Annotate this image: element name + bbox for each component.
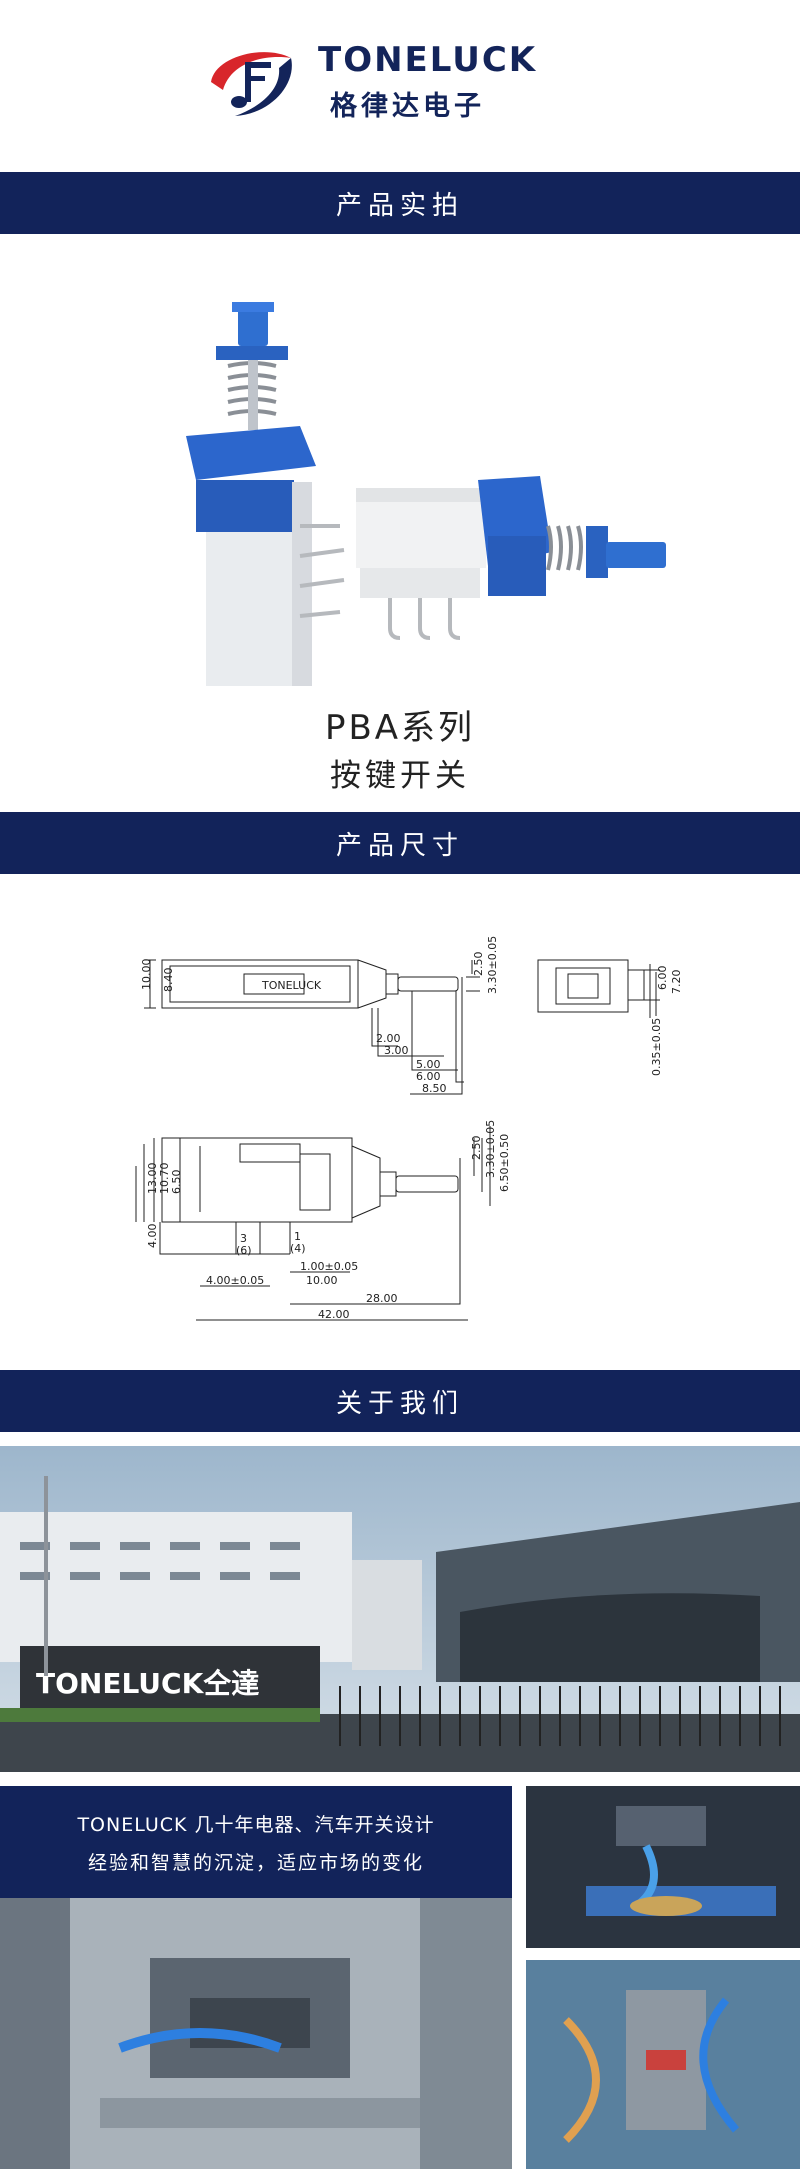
dim-label: 7.20 <box>670 970 683 995</box>
page-header: TONELUCK 格律达电子 <box>0 0 800 172</box>
dim-label: 28.00 <box>366 1292 398 1305</box>
brand-name-cn: 格律达电子 <box>330 91 485 122</box>
toneluck-logo-icon <box>211 52 292 116</box>
dim-label: 5.00 <box>416 1058 441 1071</box>
dim-label: 6.00 <box>656 966 669 991</box>
dim-label: 8.40 <box>162 968 175 993</box>
dim-label: 1.00±0.05 <box>300 1260 358 1273</box>
dim-label: 8.50 <box>422 1082 447 1095</box>
switch-vertical-image <box>186 302 345 686</box>
dimension-drawing: 10.00 8.40 TONELUCK 2.50 3.30±0.05 2.00 … <box>0 876 800 1370</box>
about-line-1: TONELUCK 几十年电器、汽车开关设计 <box>77 1814 435 1836</box>
factory-sign: TONELUCK仝達 <box>36 1667 259 1700</box>
pin-label: (4) <box>290 1242 306 1255</box>
section-title-photo: 产品实拍 <box>0 172 800 234</box>
factory-photo: TONELUCK仝達 <box>0 1446 800 1772</box>
dim-label: 2.50 <box>470 1136 483 1161</box>
dim-label: 4.00±0.05 <box>206 1274 264 1287</box>
product-series: PBA系列 <box>324 708 476 748</box>
pin-label: 3 <box>240 1232 247 1245</box>
dim-label: 0.35±0.05 <box>650 1018 663 1076</box>
dim-label: 10.00 <box>140 959 153 991</box>
about-line-2: 经验和智慧的沉淀，适应市场的变化 <box>87 1852 424 1874</box>
switch-horizontal-image <box>356 476 666 640</box>
section-title-size: 产品尺寸 <box>0 812 800 874</box>
pin-label: (6) <box>236 1244 252 1257</box>
product-photo <box>0 236 800 686</box>
machine-photo-3 <box>526 1960 800 2169</box>
dim-label: 13.00 <box>146 1163 159 1195</box>
dim-label: 6.50 <box>170 1170 183 1195</box>
dim-label: 10.70 <box>158 1163 171 1195</box>
dim-label: 42.00 <box>318 1308 350 1321</box>
dim-label: 2.00 <box>376 1032 401 1045</box>
dim-label: 3.30±0.05 <box>484 1120 497 1178</box>
dim-label: 4.00 <box>146 1224 159 1249</box>
body-mark-label: TONELUCK <box>261 979 322 992</box>
machine-photo-2 <box>0 1898 512 2169</box>
pin-label: 1 <box>294 1230 301 1243</box>
brand-name-en: TONELUCK <box>318 40 538 80</box>
dim-label: 3.30±0.05 <box>486 936 499 994</box>
dim-label: 6.00 <box>416 1070 441 1083</box>
machine-photo-1 <box>526 1786 800 1948</box>
section-title-about: 关于我们 <box>0 1370 800 1432</box>
dim-label: 6.50±0.50 <box>498 1134 511 1192</box>
about-text-box: TONELUCK 几十年电器、汽车开关设计 经验和智慧的沉淀，适应市场的变化 <box>0 1786 512 1898</box>
product-type: 按键开关 <box>330 758 470 794</box>
dim-label: 3.00 <box>384 1044 409 1057</box>
dim-label: 10.00 <box>306 1274 338 1287</box>
dim-label: 2.50 <box>472 952 485 977</box>
